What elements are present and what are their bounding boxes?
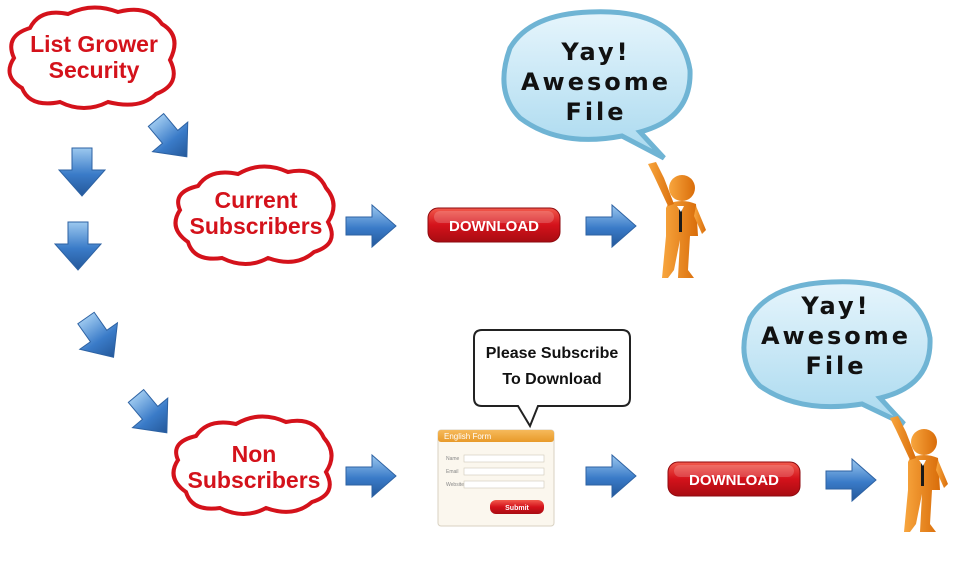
cloud-non-subscribers: Non Subscribers	[171, 414, 334, 516]
download-bottom-label: DOWNLOAD	[689, 472, 779, 489]
list-grower-label-line1: List Grower	[30, 31, 158, 57]
speech-bottom-line1: Yay!	[800, 292, 870, 320]
current-label-line2: Subscribers	[190, 213, 323, 239]
figure-top	[648, 162, 706, 278]
arrow-down-2	[54, 221, 102, 271]
download-top-label: DOWNLOAD	[449, 218, 539, 235]
form-field2-input	[463, 467, 545, 476]
arrow-download-to-figure-top	[585, 204, 637, 248]
speech-bubble-top: Yay! Awesome File	[501, 9, 693, 161]
form-field3-input	[463, 480, 545, 489]
form-field3-label: Website	[446, 482, 464, 488]
arrow-form-to-download	[585, 454, 637, 498]
speech-bottom-line2: Awesome	[761, 322, 911, 350]
figure-bottom	[890, 416, 948, 532]
subscribe-note-line2: To Download	[502, 371, 601, 388]
speech-top-line2: Awesome	[521, 68, 671, 96]
download-button-bottom[interactable]: DOWNLOAD	[667, 461, 801, 497]
form-submit-button	[490, 500, 544, 514]
non-label-line1: Non	[232, 441, 277, 467]
form-field1-label: Name	[446, 456, 460, 462]
signup-form-thumbnail: English Form Name Email Website Submit	[437, 429, 555, 527]
arrow-non-to-form	[345, 454, 397, 498]
arrow-diag-3	[66, 304, 133, 372]
arrow-download-to-figure-bottom	[825, 458, 877, 502]
download-button-top[interactable]: DOWNLOAD	[427, 207, 561, 243]
form-submit-label: Submit	[505, 505, 529, 512]
speech-bottom-line3: File	[805, 352, 866, 380]
arrow-down-1	[58, 147, 106, 197]
speech-bubble-bottom: Yay! Awesome File	[741, 279, 933, 427]
form-field1-input	[463, 454, 545, 463]
form-title: English Form	[444, 432, 491, 441]
speech-top-line1: Yay!	[560, 38, 630, 66]
non-label-line2: Subscribers	[188, 467, 321, 493]
speech-top-line3: File	[565, 98, 626, 126]
current-label-line1: Current	[214, 187, 297, 213]
subscribe-note: Please Subscribe To Download	[473, 329, 631, 429]
arrow-current-to-download	[345, 204, 397, 248]
form-field2-label: Email	[446, 469, 459, 475]
list-grower-label-line2: Security	[49, 57, 140, 83]
arrow-diag-to-current	[137, 104, 205, 173]
cloud-list-grower-security: List Grower Security	[7, 5, 177, 110]
cloud-current-subscribers: Current Subscribers	[173, 164, 336, 266]
arrow-diag-to-non	[117, 380, 185, 449]
subscribe-note-line1: Please Subscribe	[486, 345, 619, 362]
